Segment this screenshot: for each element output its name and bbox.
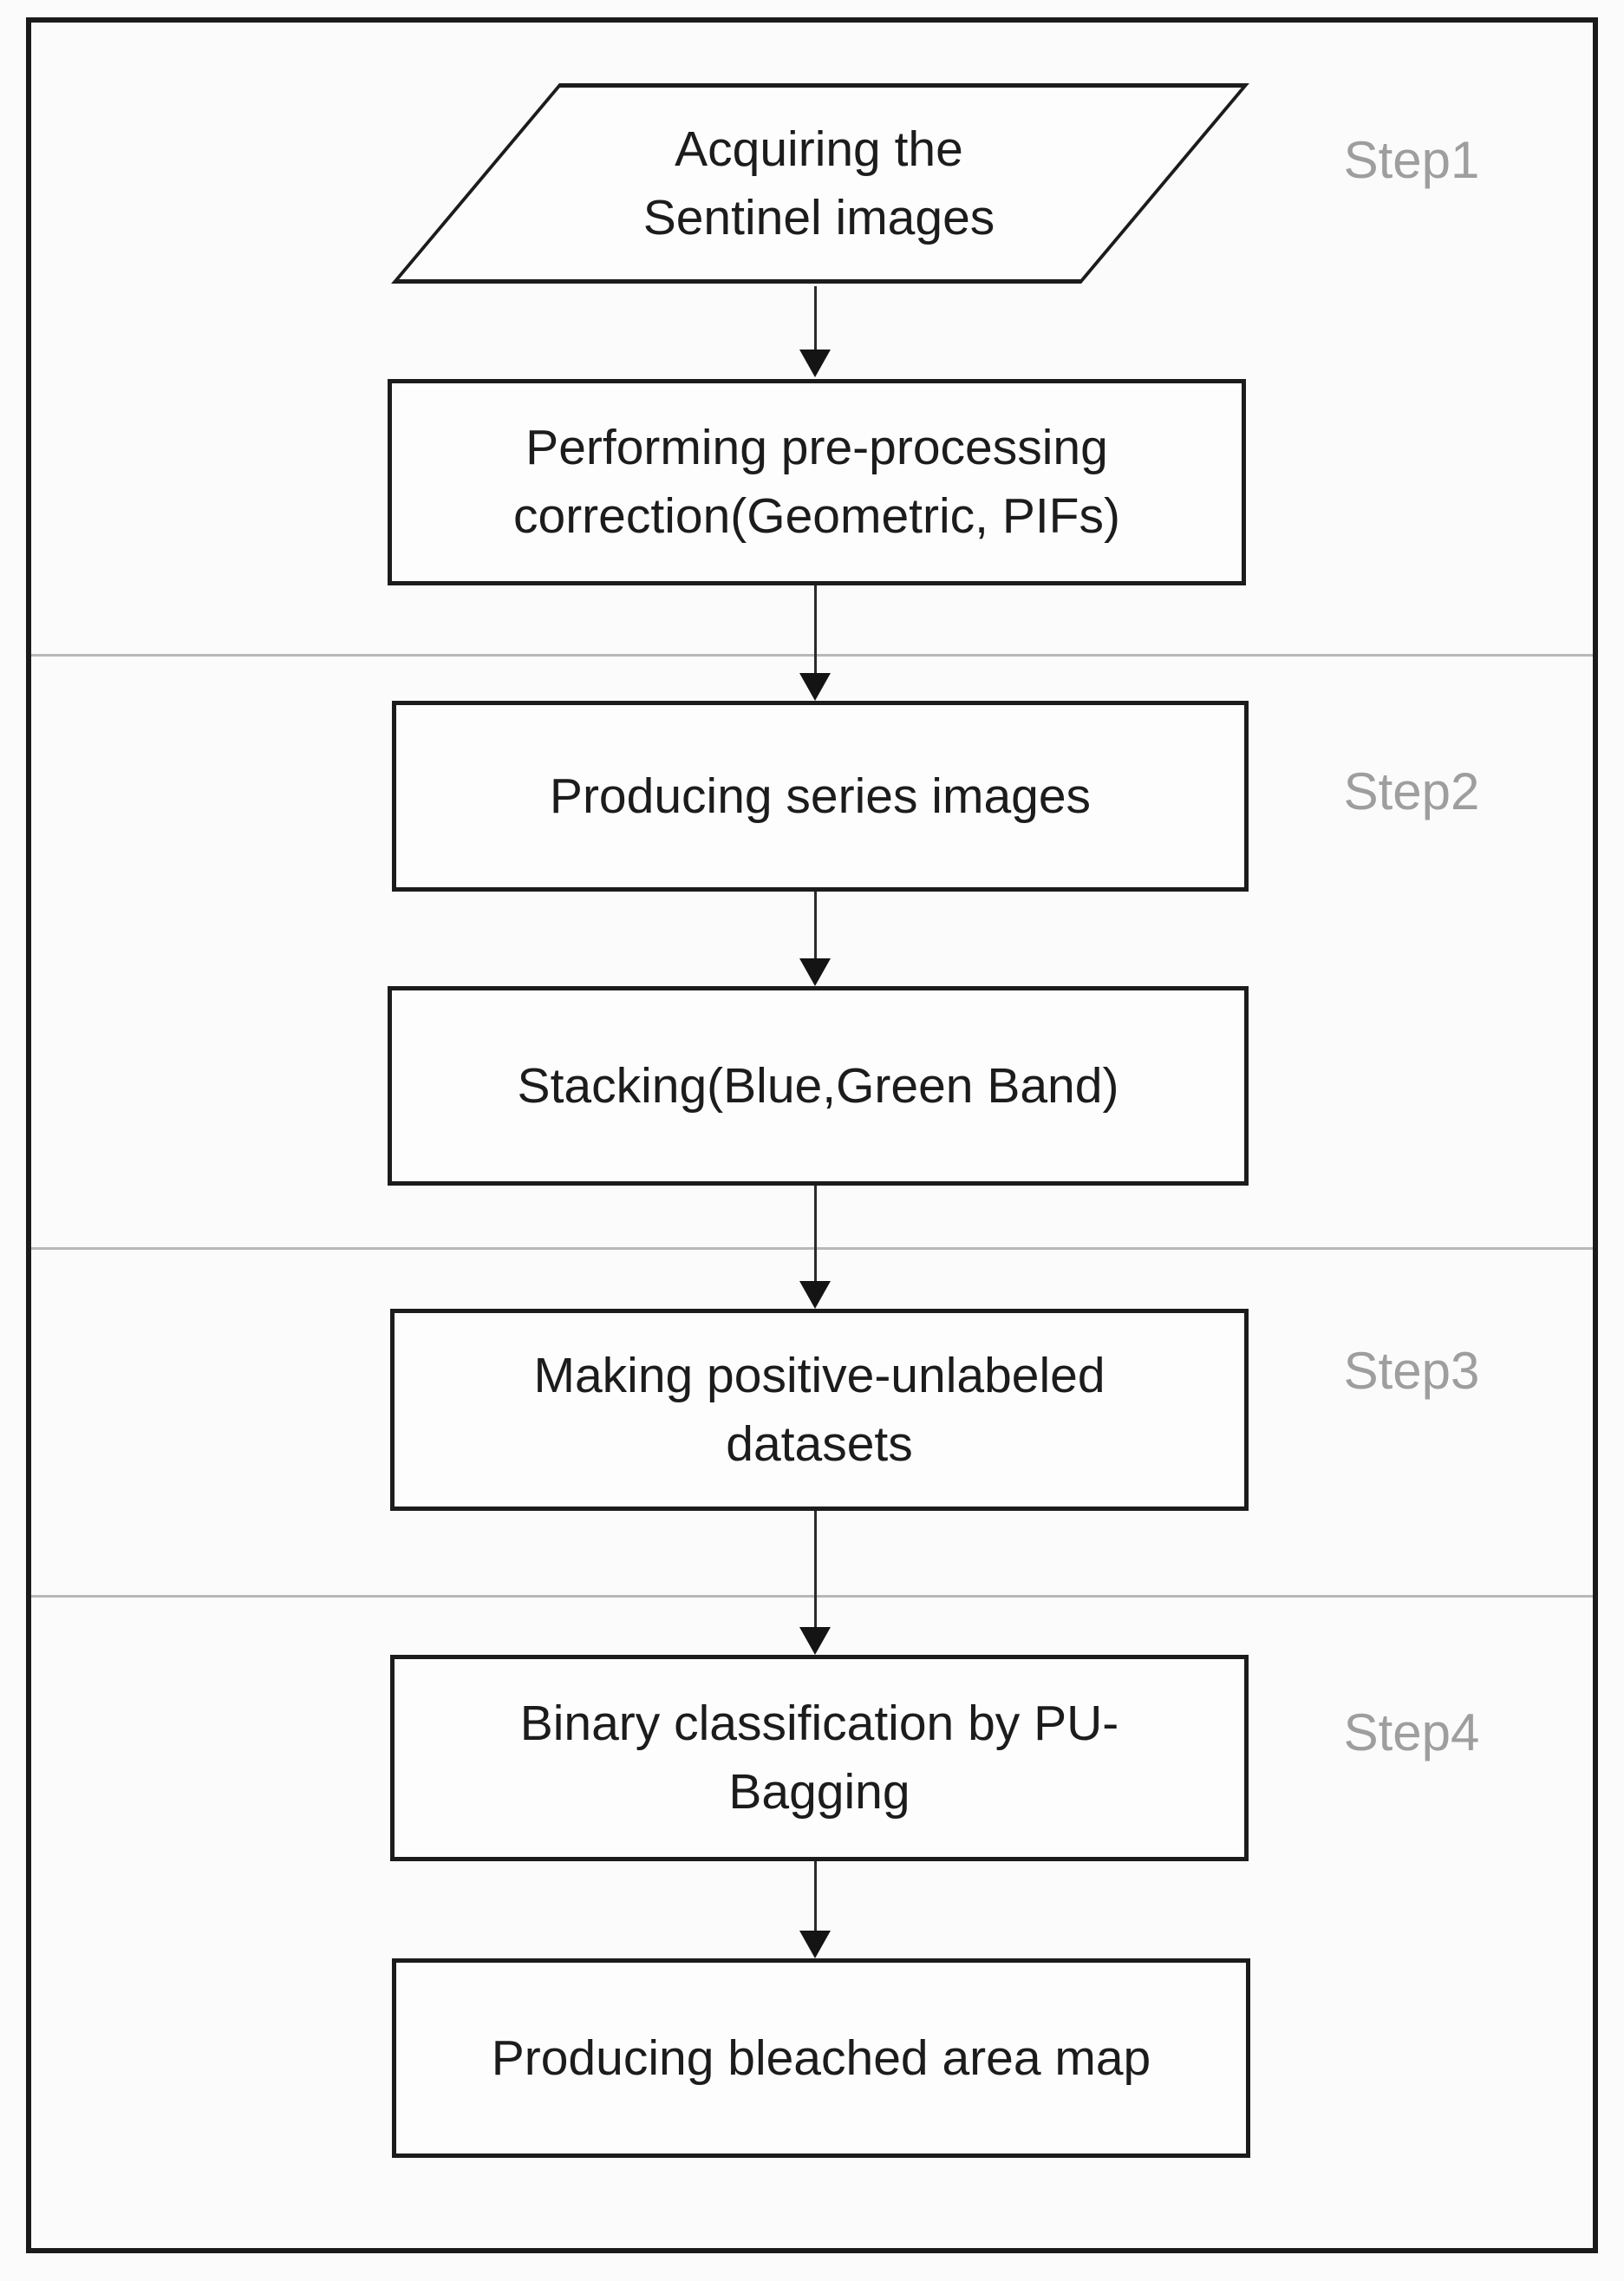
node-label: Binary classification by PU- Bagging xyxy=(519,1696,1119,1820)
step-label-2: Step2 xyxy=(1343,762,1480,820)
arrow-head-icon xyxy=(799,1627,831,1655)
arrow-line xyxy=(814,1186,817,1286)
flow-arrow-5 xyxy=(799,1511,832,1655)
step-label-4: Step4 xyxy=(1343,1703,1480,1761)
node-label: Stacking(Blue,Green Band) xyxy=(517,1057,1119,1114)
arrow-line xyxy=(814,1511,817,1632)
node-making-pu-datasets: Making positive-unlabeled datasets xyxy=(390,1309,1249,1511)
arrow-head-icon xyxy=(799,350,831,377)
node-producing-series-images: Producing series images xyxy=(392,701,1249,892)
arrow-line xyxy=(814,585,817,678)
step-divider-2 xyxy=(31,1247,1593,1250)
arrow-head-icon xyxy=(799,958,831,986)
step-divider-3 xyxy=(31,1595,1593,1598)
node-label: Producing bleached area map xyxy=(491,2029,1151,2086)
node-producing-bleached-area-map: Producing bleached area map xyxy=(392,1958,1250,2158)
node-stacking-bands: Stacking(Blue,Green Band) xyxy=(388,986,1249,1186)
node-preprocessing-correction: Performing pre-processing correction(Geo… xyxy=(388,379,1246,585)
step-divider-1 xyxy=(31,654,1593,657)
node-acquire-sentinel-images: Acquiring the Sentinel images xyxy=(642,121,995,245)
flow-arrow-4 xyxy=(799,1186,832,1309)
arrow-head-icon xyxy=(799,1281,831,1309)
flow-arrow-3 xyxy=(799,892,832,986)
flow-arrow-1 xyxy=(799,286,832,377)
step-label-3: Step3 xyxy=(1343,1342,1480,1400)
arrow-head-icon xyxy=(799,673,831,701)
arrow-head-icon xyxy=(799,1931,831,1958)
outer-frame xyxy=(26,17,1598,2253)
arrow-line xyxy=(814,286,817,355)
node-label: Producing series images xyxy=(549,768,1092,824)
node-binary-classification-pu-bagging: Binary classification by PU- Bagging xyxy=(390,1655,1249,1861)
flow-arrow-6 xyxy=(799,1861,832,1958)
node-label: Making positive-unlabeled datasets xyxy=(533,1347,1105,1472)
arrow-line xyxy=(814,892,817,964)
arrow-line xyxy=(814,1861,817,1936)
step-label-1: Step1 xyxy=(1343,131,1480,189)
node-label: Performing pre-processing correction(Geo… xyxy=(513,420,1120,544)
flow-arrow-2 xyxy=(799,585,832,701)
